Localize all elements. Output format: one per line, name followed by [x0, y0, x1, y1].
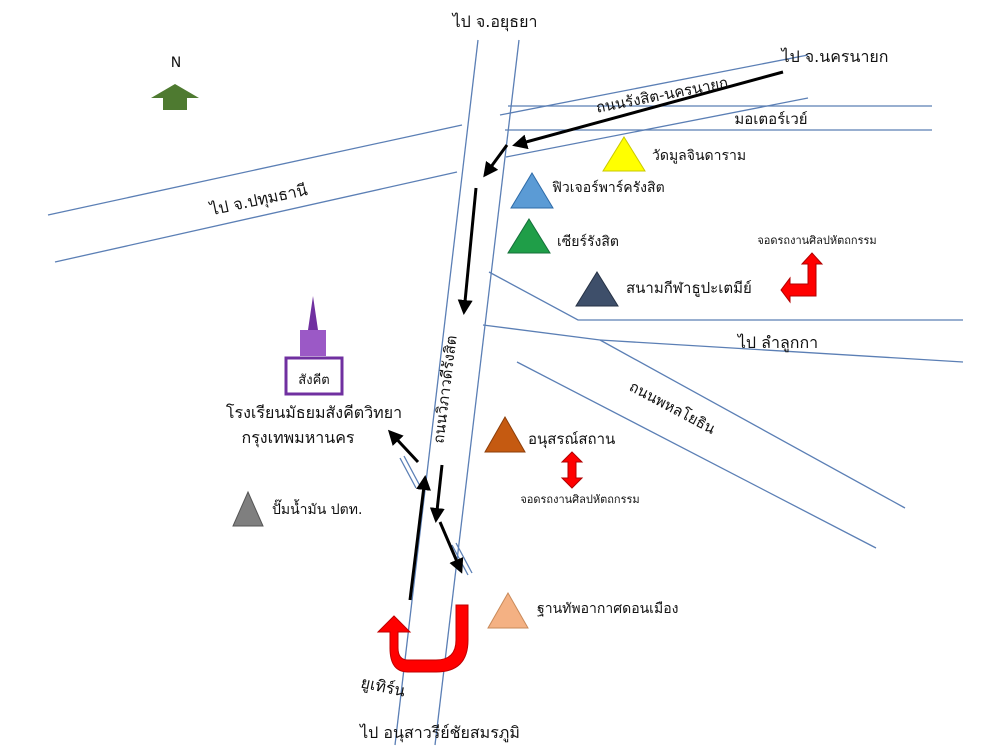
route-arrow — [387, 429, 420, 464]
landmark-label-memorial: อนุสรณ์สถาน — [528, 430, 615, 449]
parking-label-south: จอดรถงานศิลปหัตถกรรม — [520, 493, 639, 506]
rangsit-nakhon-nayok-north-edge — [499, 54, 809, 116]
route-arrows — [387, 70, 784, 601]
school-logo: สังคีต — [284, 296, 344, 396]
destination-south: ไป อนุสาวรีย์ชัยสมรภูมิ — [358, 723, 520, 743]
parking-arrow-icon — [780, 252, 824, 304]
landmark-marker-ptt — [232, 490, 264, 527]
destination-north: ไป จ.อยุธยา — [451, 12, 538, 32]
landmark-marker-future-park — [510, 172, 554, 209]
landmark-marker-seacon — [507, 218, 551, 254]
route-arrow — [457, 187, 478, 315]
road-network — [47, 39, 964, 746]
road-label-rangsit-nakhon-nayok: ถนนรังสิต-นครนายก — [594, 73, 729, 116]
road-label-phahonyothin: ถนนพหลโยธิน — [626, 377, 718, 437]
landmark-marker-wat-mun — [602, 136, 646, 172]
landmark-marker-thupatemi — [575, 271, 619, 307]
road-label-vibhavadi: ถนนวิภาวดีรังสิต — [429, 334, 460, 444]
school-logo-frame — [284, 356, 344, 396]
landmark-marker-don-mueang — [487, 591, 529, 629]
compass-label: N — [171, 55, 181, 71]
school-logo-base — [300, 330, 326, 356]
north-arrow-icon — [151, 84, 199, 110]
landmark-label-don-mueang: ฐานทัพอากาศดอนเมือง — [537, 601, 678, 617]
route-arrow — [438, 521, 464, 574]
bridge-tick — [399, 457, 417, 489]
lamlukka-road-upper-edge — [488, 271, 963, 321]
lamlukka-road-lower-edge — [599, 339, 964, 363]
landmark-label-future-park: ฟิวเจอร์พาร์ครังสิต — [552, 179, 665, 196]
route-arrow — [483, 144, 509, 178]
destination-east: ไป ลำลูกกา — [736, 333, 818, 353]
school-logo-text: สังคีต — [298, 372, 329, 388]
destination-west: ไป จ.ปทุมธานี — [207, 180, 310, 221]
rangsit-nakhon-nayok-south-edge — [505, 97, 809, 158]
school-logo-spire — [308, 296, 318, 330]
landmark-label-ptt: ปั๊มน้ำมัน ปตท. — [272, 499, 362, 518]
uturn-arrow-icon — [376, 604, 469, 673]
uturn-label: ยูเทิร์น — [359, 673, 407, 702]
bridge-tick — [455, 542, 473, 574]
route-arrow — [512, 70, 784, 150]
phahonyothin-upper-edge — [482, 324, 601, 341]
route-arrow — [429, 464, 445, 523]
landmark-label-seacon: เซียร์รังสิต — [557, 233, 619, 250]
pathumthani-road-north-edge — [47, 124, 463, 216]
phahonyothin-south-edge — [516, 361, 877, 549]
parking-label-north: จอดรถงานศิลปหัตถกรรม — [757, 234, 876, 247]
route-arrow — [408, 475, 431, 601]
landmark-label-wat-mun: วัดมูลจินดาราม — [652, 148, 746, 164]
phahonyothin-north-edge — [599, 339, 906, 509]
parking-double-arrow-icon — [560, 451, 584, 489]
pathumthani-road-south-edge — [54, 171, 458, 263]
road-label-motorway: มอเตอร์เวย์ — [734, 110, 807, 128]
vibhavadi-road-east-edge — [434, 39, 520, 746]
school-name-line1: โรงเรียนมัธยมสังคีตวิทยา — [226, 403, 402, 422]
destination-northeast: ไป จ.นครนายก — [780, 47, 889, 66]
landmark-label-thupatemi: สนามกีฬาธูปะเตมีย์ — [626, 279, 752, 297]
school-name-line2: กรุงเทพมหานคร — [242, 428, 355, 448]
landmark-marker-memorial — [484, 415, 526, 453]
vibhavadi-road-west-edge — [394, 39, 479, 746]
